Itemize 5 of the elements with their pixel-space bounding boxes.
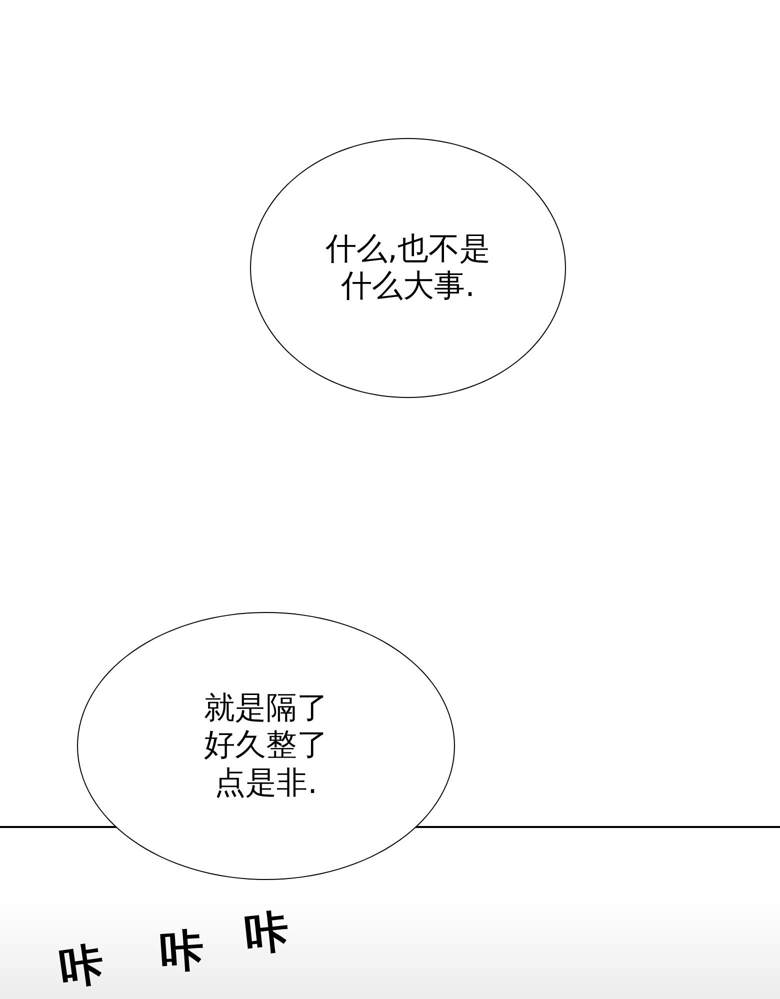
sound-effect-text: 咔	[242, 910, 292, 958]
speech-text: 就是隔了好久整了点是非.	[202, 690, 329, 802]
sound-effect-text: 咔	[57, 942, 107, 992]
sound-effect-text: 咔	[158, 928, 206, 976]
speech-text: 什么,也不是什么大事.	[324, 230, 492, 306]
